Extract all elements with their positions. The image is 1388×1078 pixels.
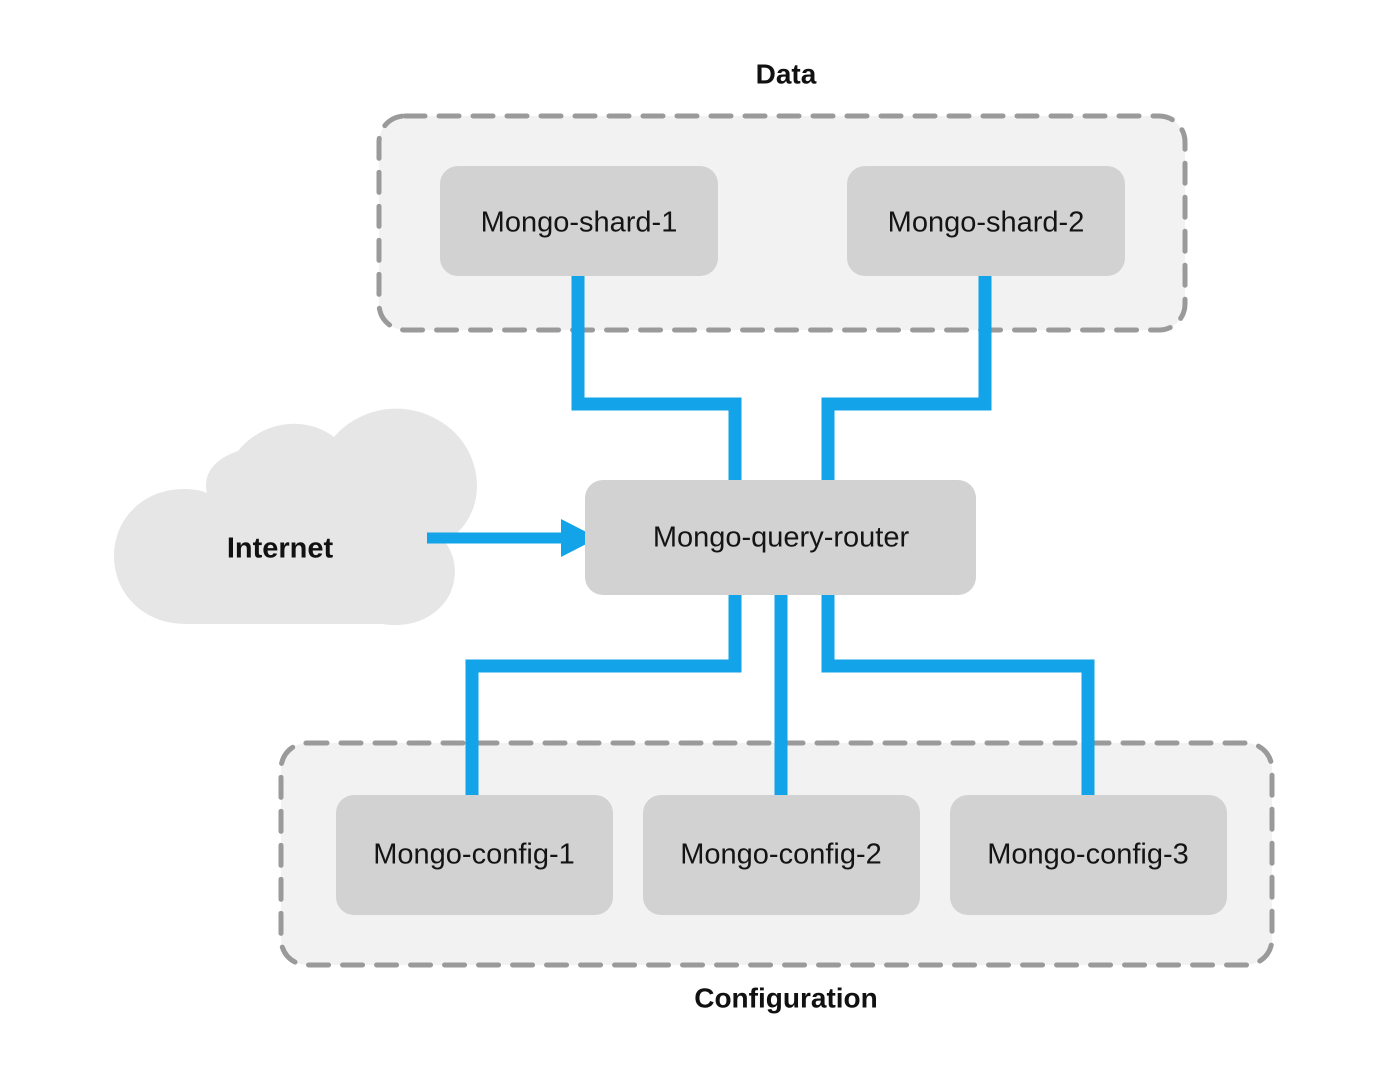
data-group-caption: Data bbox=[756, 58, 817, 89]
internet-label: Internet bbox=[227, 533, 334, 565]
connector-internet-to-router-arrowhead bbox=[561, 519, 598, 557]
node-mongo-config-2-label: Mongo-config-2 bbox=[680, 839, 882, 871]
node-mongo-query-router-box[interactable] bbox=[585, 480, 976, 595]
node-mongo-shard-1-box[interactable] bbox=[440, 166, 718, 276]
connector-shard2-to-router bbox=[821, 262, 992, 500]
node-mongo-shard-1-label: Mongo-shard-1 bbox=[481, 207, 678, 239]
configuration-group-caption: Configuration bbox=[694, 982, 878, 1013]
node-mongo-query-router-label: Mongo-query-router bbox=[653, 522, 910, 554]
node-mongo-config-3[interactable]: Mongo-config-3 bbox=[950, 795, 1227, 915]
connector-router-to-config3 bbox=[821, 580, 1095, 808]
node-mongo-config-1-box[interactable] bbox=[336, 795, 613, 915]
node-mongo-config-1-label: Mongo-config-1 bbox=[373, 839, 575, 871]
node-mongo-config-3-label: Mongo-config-3 bbox=[987, 839, 1189, 871]
node-mongo-shard-2[interactable]: Mongo-shard-2 bbox=[847, 166, 1125, 276]
node-mongo-shard-2-label: Mongo-shard-2 bbox=[888, 207, 1085, 239]
internet-cloud-shape bbox=[114, 408, 477, 626]
node-mongo-config-1[interactable]: Mongo-config-1 bbox=[336, 795, 613, 915]
connector-shard1-to-router bbox=[571, 262, 742, 500]
node-mongo-config-2[interactable]: Mongo-config-2 bbox=[643, 795, 920, 915]
node-mongo-config-3-box[interactable] bbox=[950, 795, 1227, 915]
node-mongo-query-router[interactable]: Mongo-query-router bbox=[585, 480, 976, 595]
connector-router-to-config1 bbox=[465, 580, 742, 808]
node-mongo-config-2-box[interactable] bbox=[643, 795, 920, 915]
node-mongo-shard-2-box[interactable] bbox=[847, 166, 1125, 276]
node-mongo-shard-1[interactable]: Mongo-shard-1 bbox=[440, 166, 718, 276]
